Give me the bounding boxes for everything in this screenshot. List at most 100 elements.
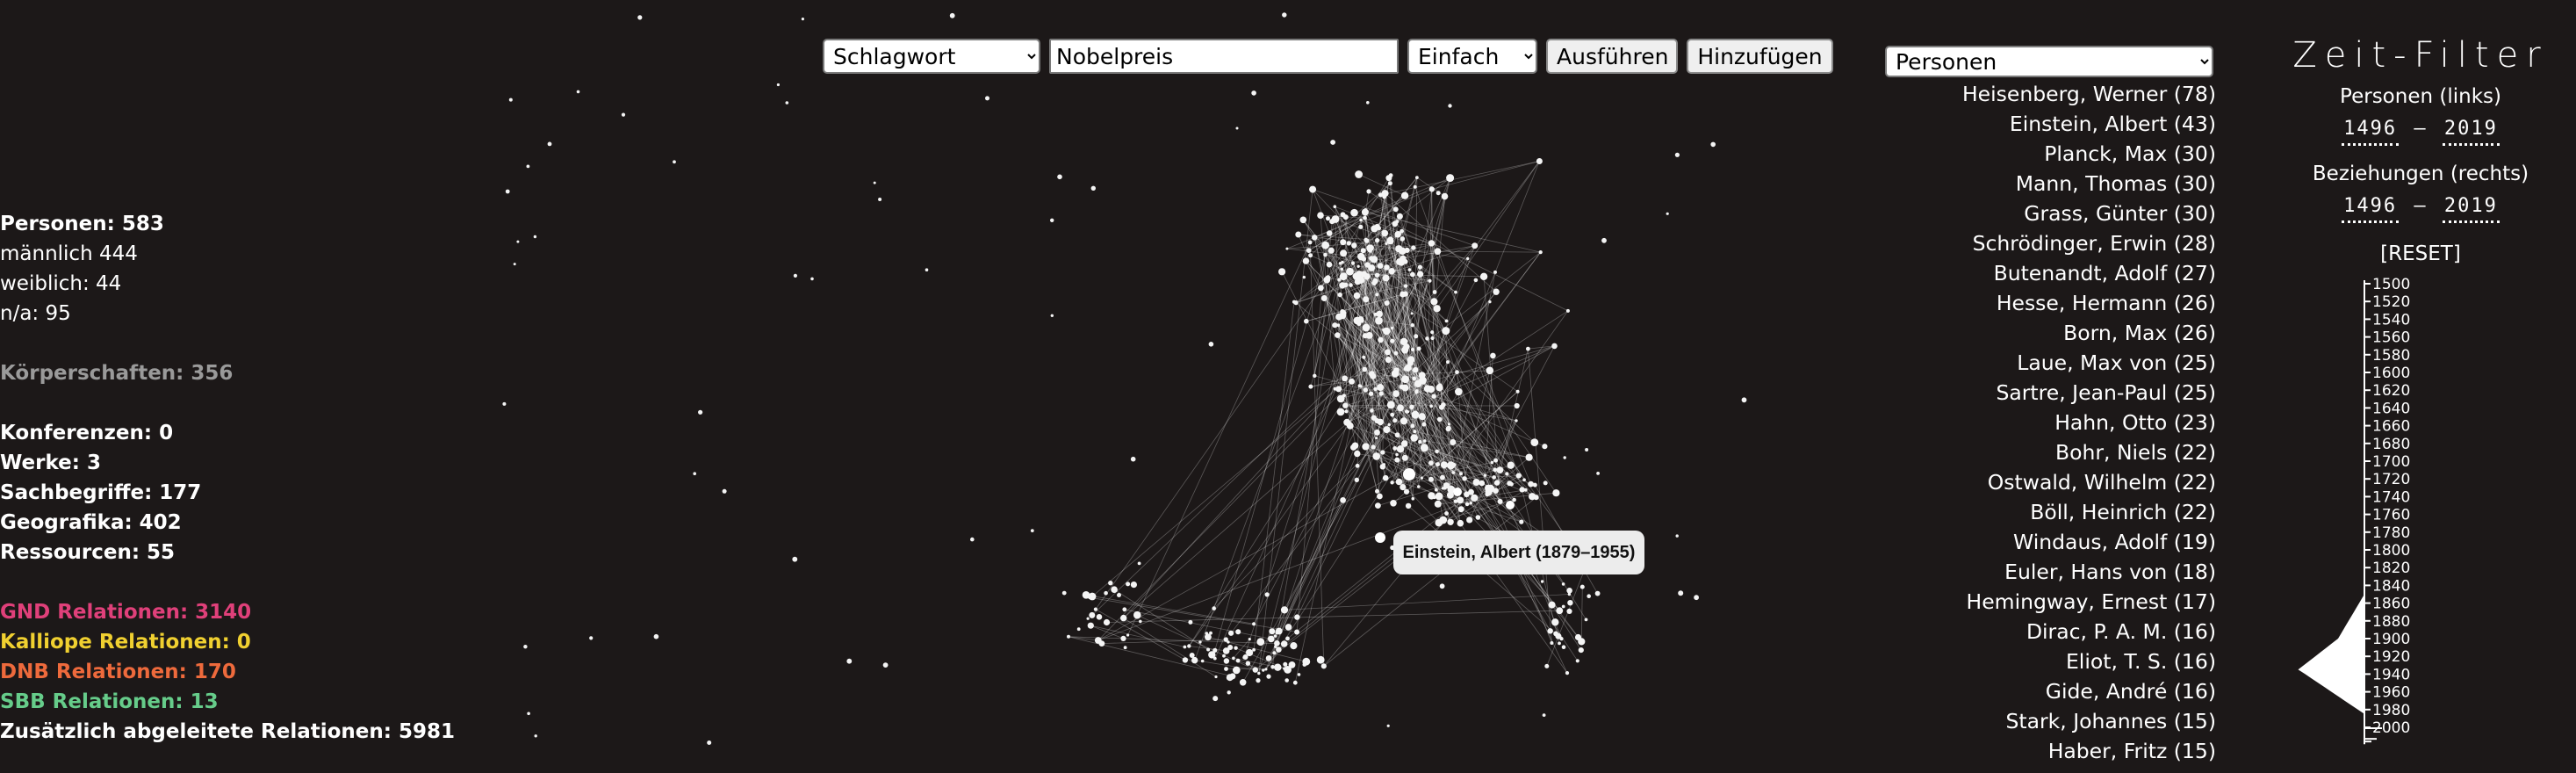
- graph-node[interactable]: [1390, 338, 1395, 343]
- graph-node[interactable]: [1386, 724, 1390, 727]
- graph-node[interactable]: [1384, 300, 1390, 306]
- graph-node[interactable]: [1385, 357, 1392, 364]
- graph-node[interactable]: [1418, 439, 1422, 444]
- graph-node[interactable]: [1475, 515, 1481, 520]
- graph-node[interactable]: [1326, 216, 1330, 221]
- graph-node[interactable]: [637, 15, 643, 20]
- graph-node[interactable]: [1278, 268, 1286, 276]
- graph-node[interactable]: [1351, 242, 1357, 249]
- graph-node[interactable]: [1381, 229, 1389, 237]
- graph-node[interactable]: [1396, 445, 1405, 453]
- graph-node[interactable]: [1479, 272, 1488, 280]
- graph-node[interactable]: [1493, 480, 1500, 486]
- graph-node[interactable]: [1139, 619, 1142, 624]
- graph-node[interactable]: [1283, 661, 1288, 667]
- graph-node[interactable]: [1284, 666, 1292, 674]
- person-list-item[interactable]: Hesse, Hermann (26): [1996, 291, 2216, 315]
- graph-node[interactable]: [1189, 653, 1195, 658]
- graph-node[interactable]: [1421, 422, 1427, 427]
- graph-node[interactable]: [1430, 330, 1435, 335]
- graph-node[interactable]: [1321, 241, 1330, 249]
- graph-node[interactable]: [1394, 457, 1400, 463]
- graph-node[interactable]: [1363, 271, 1366, 275]
- graph-node[interactable]: [1359, 218, 1363, 222]
- graph-node[interactable]: [1353, 292, 1361, 300]
- graph-node[interactable]: [1420, 444, 1428, 452]
- graph-node[interactable]: [1333, 205, 1337, 208]
- graph-node[interactable]: [776, 83, 781, 87]
- graph-node[interactable]: [925, 268, 929, 272]
- graph-node[interactable]: [1428, 278, 1432, 283]
- graph-node[interactable]: [1387, 423, 1391, 427]
- graph-node[interactable]: [505, 189, 510, 194]
- graph-node[interactable]: [1566, 588, 1572, 594]
- graph-node[interactable]: [1551, 618, 1559, 626]
- graph-node[interactable]: [1050, 218, 1054, 222]
- graph-node[interactable]: [1565, 671, 1570, 675]
- graph-node[interactable]: [1208, 342, 1214, 347]
- relations-year-from[interactable]: 1496: [2342, 195, 2400, 223]
- persons-year-to[interactable]: 2019: [2442, 118, 2500, 146]
- graph-node[interactable]: [1410, 347, 1415, 352]
- graph-node[interactable]: [1561, 582, 1565, 586]
- person-list-item[interactable]: Heisenberg, Werner (78): [1961, 82, 2216, 106]
- graph-node[interactable]: [1446, 491, 1454, 499]
- graph-node[interactable]: [1468, 488, 1474, 495]
- graph-node[interactable]: [1403, 284, 1408, 288]
- graph-node[interactable]: [1401, 346, 1409, 354]
- graph-node[interactable]: [1596, 472, 1600, 475]
- graph-node[interactable]: [1428, 460, 1434, 466]
- graph-node[interactable]: [1433, 495, 1436, 500]
- graph-node[interactable]: [1395, 478, 1403, 486]
- graph-node[interactable]: [1417, 271, 1424, 278]
- graph-node[interactable]: [1350, 261, 1356, 265]
- graph-node[interactable]: [1292, 680, 1298, 685]
- graph-node[interactable]: [1386, 401, 1395, 409]
- graph-node[interactable]: [1434, 488, 1438, 492]
- graph-node[interactable]: [1294, 614, 1300, 620]
- graph-node[interactable]: [1457, 496, 1464, 504]
- graph-node[interactable]: [1417, 485, 1421, 488]
- graph-node[interactable]: [1439, 583, 1445, 589]
- graph-node[interactable]: [1117, 593, 1121, 597]
- graph-node[interactable]: [1423, 439, 1427, 443]
- graph-node[interactable]: [1340, 497, 1346, 503]
- graph-node[interactable]: [1493, 467, 1498, 473]
- graph-node[interactable]: [1585, 448, 1589, 452]
- graph-node[interactable]: [1382, 328, 1385, 332]
- graph-node[interactable]: [1400, 236, 1406, 242]
- graph-node[interactable]: [1326, 261, 1333, 268]
- graph-node[interactable]: [1548, 601, 1556, 609]
- graph-node[interactable]: [1252, 667, 1259, 673]
- graph-node[interactable]: [1567, 600, 1573, 606]
- graph-node[interactable]: [1400, 440, 1408, 447]
- graph-node[interactable]: [1675, 534, 1679, 538]
- graph-node[interactable]: [1403, 488, 1410, 495]
- graph-node[interactable]: [1400, 417, 1408, 425]
- graph-node[interactable]: [1317, 212, 1324, 219]
- graph-node[interactable]: [1256, 638, 1265, 647]
- graph-node[interactable]: [1246, 648, 1254, 657]
- graph-node[interactable]: [1368, 391, 1374, 396]
- graph-node[interactable]: [707, 740, 712, 745]
- graph-node[interactable]: [1288, 661, 1296, 668]
- graph-node[interactable]: [1472, 479, 1480, 486]
- graph-hub-node[interactable]: [1506, 501, 1515, 509]
- graph-node[interactable]: [1578, 647, 1584, 654]
- graph-node[interactable]: [1200, 659, 1205, 663]
- graph-node[interactable]: [1126, 582, 1131, 587]
- graph-node[interactable]: [1561, 645, 1566, 649]
- graph-node[interactable]: [1431, 242, 1435, 246]
- graph-node[interactable]: [1372, 452, 1380, 460]
- reset-button[interactable]: [RESET]: [2380, 242, 2461, 265]
- graph-node[interactable]: [1206, 647, 1211, 652]
- person-list-item[interactable]: Stark, Johannes (15): [2005, 709, 2216, 733]
- graph-node[interactable]: [1390, 480, 1394, 485]
- graph-node[interactable]: [1356, 271, 1364, 278]
- graph-node[interactable]: [1435, 518, 1443, 527]
- graph-node[interactable]: [1223, 637, 1228, 642]
- graph-node[interactable]: [1050, 314, 1054, 317]
- graph-node[interactable]: [1437, 383, 1443, 388]
- graph-node[interactable]: [1234, 646, 1238, 650]
- graph-node[interactable]: [1280, 606, 1289, 614]
